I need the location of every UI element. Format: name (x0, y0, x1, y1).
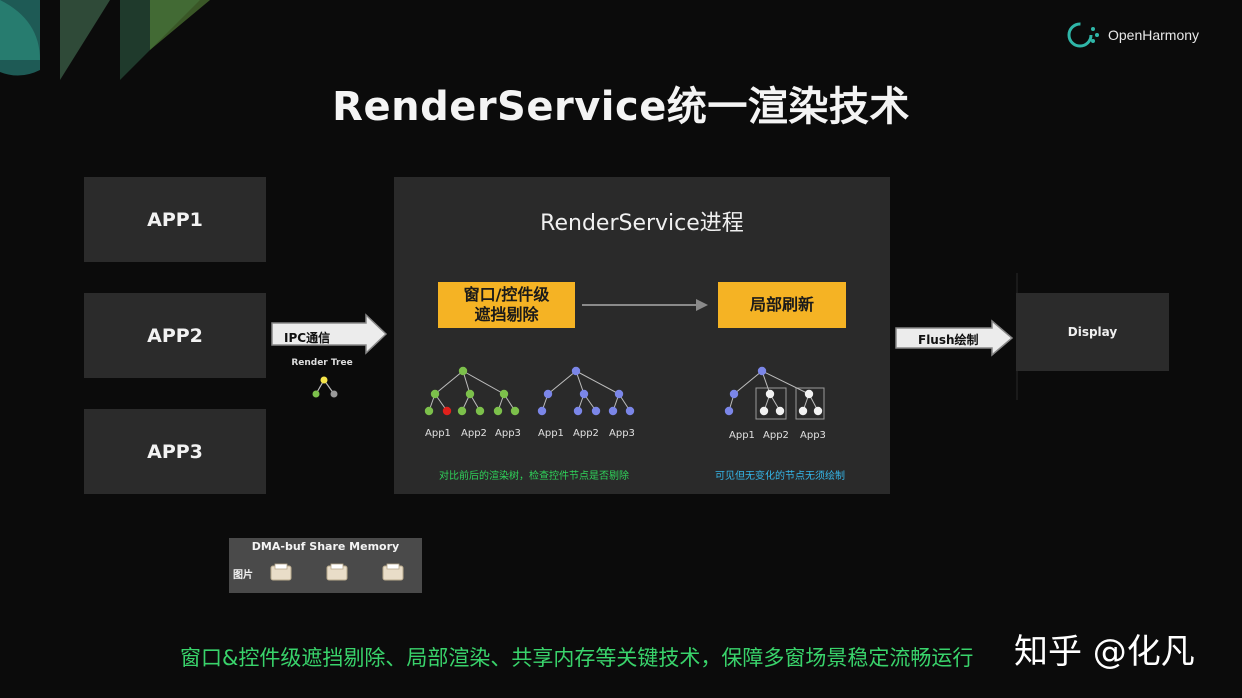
partial-refresh-box: 局部刷新 (718, 282, 846, 328)
summary-text: 窗口&控件级遮挡剔除、局部渲染、共享内存等关键技术，保障多窗场景稳定流畅运行 (180, 646, 974, 670)
tree3-label-app2: App2 (763, 430, 789, 441)
render-tree-partial (724, 366, 825, 420)
openharmony-logo-icon (1067, 22, 1099, 48)
app2-box: APP2 (84, 293, 266, 378)
ipc-arrow (271, 313, 388, 355)
dma-image-label: 图片 (233, 570, 253, 581)
display-box: Display (1016, 293, 1169, 371)
render-tree-after (537, 366, 635, 416)
tree1-label-app1: App1 (425, 428, 451, 439)
tree3-label-app3: App3 (800, 430, 826, 441)
occlusion-culling-box: 窗口/控件级 遮挡剔除 (438, 282, 575, 328)
image-buffer-icon (326, 563, 348, 581)
image-buffer-icon (270, 563, 292, 581)
flush-label: Flush绘制 (918, 333, 979, 347)
page-title: RenderService统一渲染技术 (332, 84, 910, 130)
tree3-label-app1: App1 (729, 430, 755, 441)
render-tree-icon (312, 376, 338, 398)
tree1-label-app2: App2 (461, 428, 487, 439)
render-tree-before (424, 366, 520, 416)
process-arrow (582, 299, 708, 311)
caption-occlusion: 对比前后的渲染树，检查控件节点是否剔除 (439, 471, 629, 482)
render-tree-label: Render Tree (291, 358, 353, 368)
tree2-label-app1: App1 (538, 428, 564, 439)
dma-buf-title: DMA-buf Share Memory (251, 540, 400, 553)
tree2-label-app2: App2 (573, 428, 599, 439)
caption-partial: 可见但无变化的节点无须绘制 (715, 471, 845, 482)
panel-title: RenderService进程 (540, 211, 744, 236)
tree1-label-app3: App3 (495, 428, 521, 439)
app3-box: APP3 (84, 409, 266, 494)
app1-box: APP1 (84, 177, 266, 262)
renderservice-panel (394, 177, 890, 494)
flush-arrow (895, 319, 1014, 357)
ipc-label: IPC通信 (284, 331, 331, 345)
image-buffer-icon (382, 563, 404, 581)
tree2-label-app3: App3 (609, 428, 635, 439)
corner-decoration (0, 0, 210, 80)
logo-text: OpenHarmony (1108, 27, 1200, 43)
zhihu-watermark: 知乎 @化凡 (1014, 632, 1195, 672)
openharmony-logo: OpenHarmony (1066, 20, 1226, 50)
